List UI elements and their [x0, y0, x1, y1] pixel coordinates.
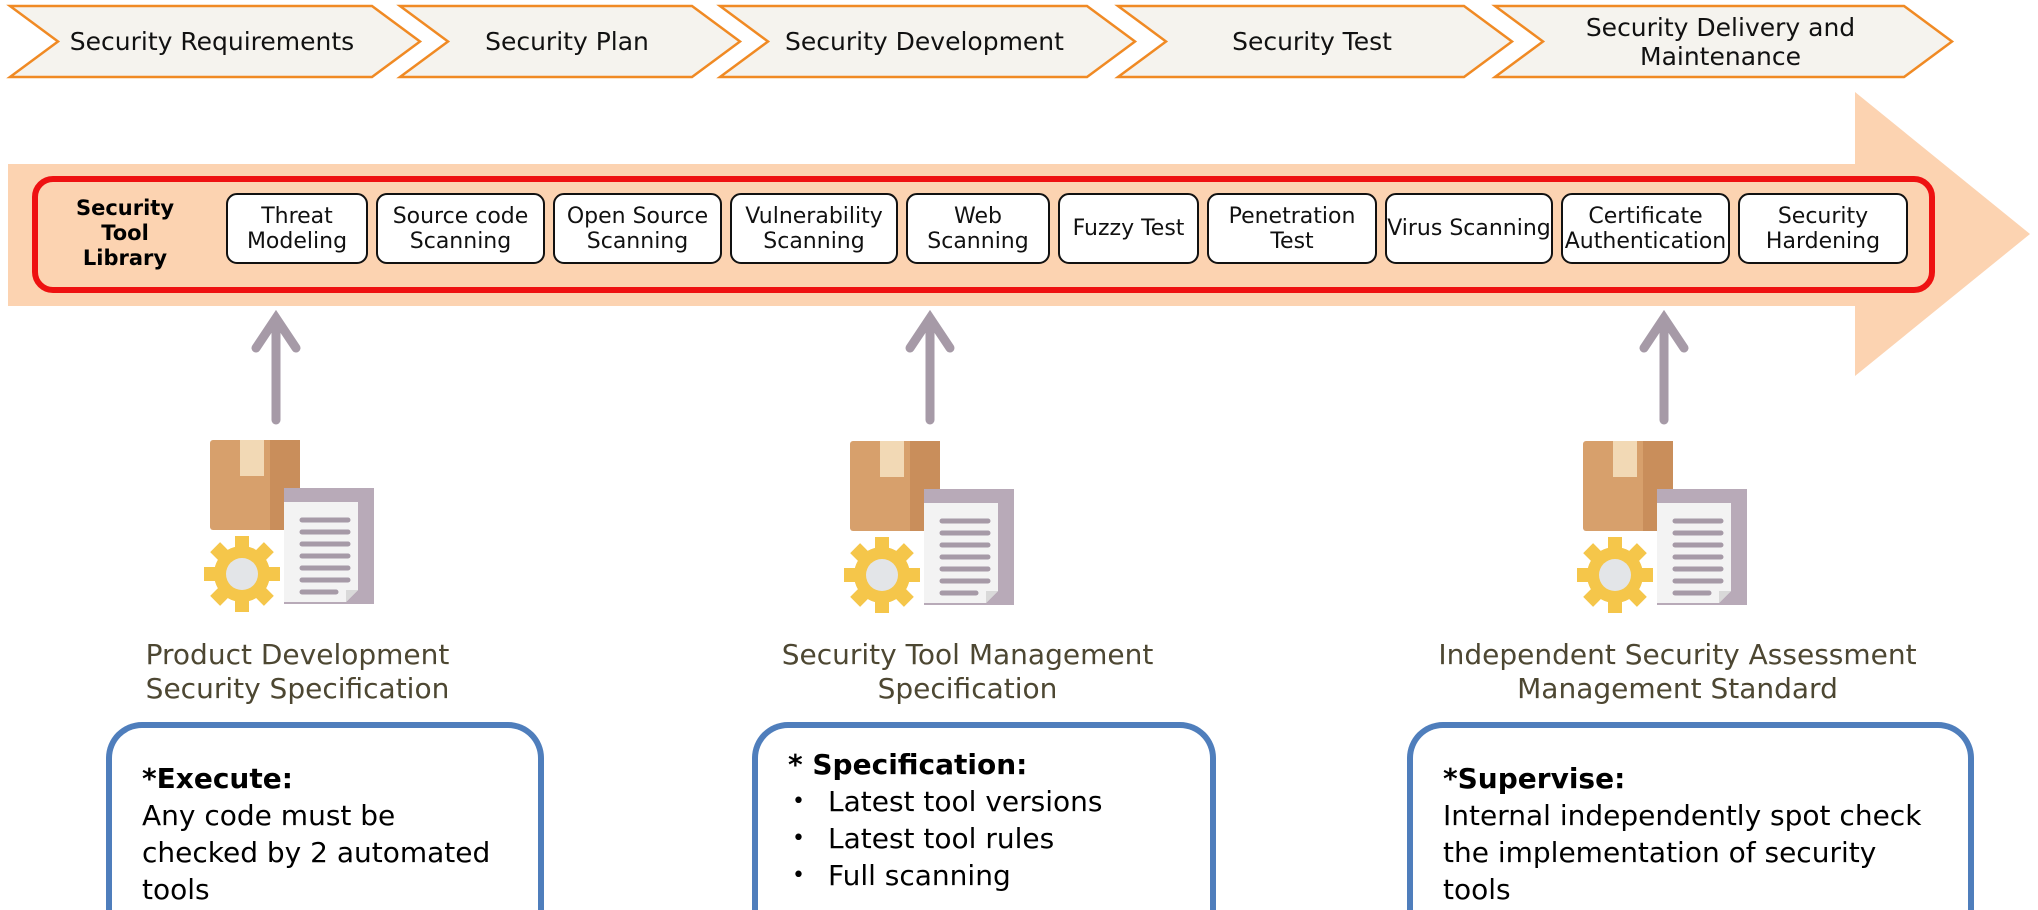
tool-item: Certificate Authentication: [1561, 193, 1730, 264]
tool-item: Web Scanning: [906, 193, 1050, 264]
card-bullet: Latest tool versions: [788, 783, 1180, 820]
spec-card: *Supervise: Internal independently spot c…: [1407, 722, 1974, 910]
phase-chevrons: [6, 4, 1955, 79]
card-heading: *Execute:: [142, 762, 293, 795]
card-bullet-list: Latest tool versionsLatest tool rulesFul…: [788, 783, 1180, 894]
phase-label: Security Plan: [485, 27, 649, 56]
tool-item: Virus Scanning: [1385, 193, 1553, 264]
box-document-gear-icon: [1577, 441, 1747, 613]
tool-library-label: Security Tool Library: [75, 195, 175, 270]
tool-library-outline: [32, 176, 1935, 293]
spec-title: Independent Security Assessment Manageme…: [1438, 638, 1917, 705]
phase-chevron: [716, 4, 1138, 79]
phase-chevron: [1114, 4, 1515, 79]
phase-chevron: [6, 4, 423, 79]
phase-chevron: [1491, 4, 1955, 79]
spec-card: * Specification:Latest tool versionsLate…: [752, 722, 1216, 910]
spec-title: Product Development Security Specificati…: [145, 638, 450, 705]
tool-item: Security Hardening: [1738, 193, 1908, 264]
tool-item: Threat Modeling: [226, 193, 368, 264]
card-text: Any code must be checked by 2 automated …: [142, 799, 491, 906]
arrow-up-icon: [1639, 309, 1689, 425]
phase-chevron: [396, 4, 743, 79]
card-text: Internal independently spot check the im…: [1443, 799, 1922, 906]
spec-card: *Execute: Any code must be checked by 2 a…: [106, 722, 544, 910]
card-heading: *Supervise:: [1443, 762, 1626, 795]
phase-label: Security Test: [1232, 27, 1392, 56]
card-heading: * Specification:: [788, 748, 1028, 781]
spec-title: Security Tool Management Specification: [781, 638, 1154, 705]
phase-label: Security Development: [785, 27, 1064, 56]
arrow-up-icon: [251, 309, 301, 425]
tool-item: Fuzzy Test: [1058, 193, 1199, 264]
phase-label: Security Requirements: [69, 27, 355, 56]
card-bullet: Full scanning: [788, 857, 1180, 894]
tool-item: Source code Scanning: [376, 193, 545, 264]
phase-label: Security Delivery and Maintenance: [1585, 12, 1856, 71]
arrow-up-icon: [905, 309, 955, 425]
tool-item: Open Source Scanning: [553, 193, 722, 264]
tool-item: Penetration Test: [1207, 193, 1377, 264]
tool-item: Vulnerability Scanning: [730, 193, 898, 264]
box-document-gear-icon: [204, 440, 374, 612]
box-document-gear-icon: [844, 441, 1014, 613]
card-bullet: Latest tool rules: [788, 820, 1180, 857]
